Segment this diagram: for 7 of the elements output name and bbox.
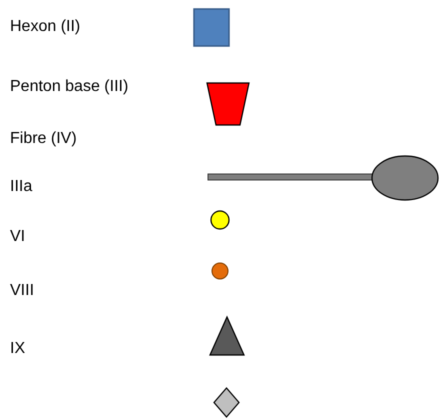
legend-label: VI — [10, 228, 26, 246]
legend-label: Hexon (II) — [10, 18, 80, 36]
legend-label: IX — [10, 340, 26, 358]
legend-label: IIIa — [10, 178, 32, 196]
legend-label: Fibre (IV) — [10, 130, 77, 148]
legend-label: Penton base (III) — [10, 78, 128, 96]
legend-label: VIII — [10, 282, 34, 300]
